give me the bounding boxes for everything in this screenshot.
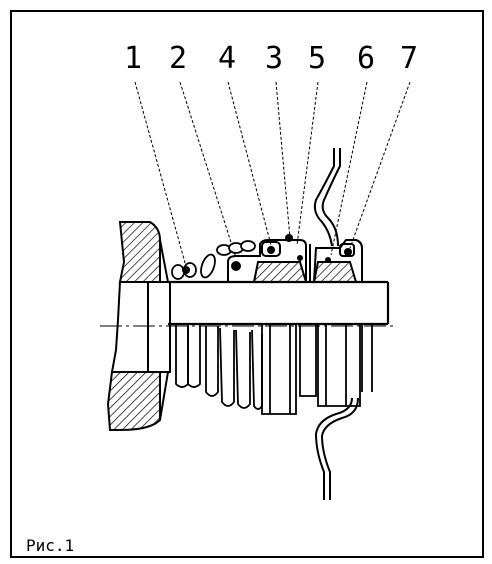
seal-assembly-lower (175, 324, 373, 415)
callout-4: 4 (218, 41, 237, 76)
sheet-wall (313, 148, 359, 500)
callout-1: 1 (124, 41, 143, 76)
spring-upper (171, 240, 256, 280)
callout-6: 6 (357, 41, 376, 76)
callout-3: 3 (265, 41, 284, 76)
figure-frame (10, 10, 484, 558)
callout-7: 7 (400, 41, 419, 76)
o-rings (182, 234, 352, 274)
callout-2: 2 (169, 41, 188, 76)
shaft (168, 280, 390, 326)
callout-5: 5 (308, 41, 327, 76)
figure-caption: Рис.1 (26, 536, 75, 555)
leader-lines (134, 81, 411, 271)
seal-rings-upper (227, 239, 363, 283)
housing-section (106, 221, 171, 431)
